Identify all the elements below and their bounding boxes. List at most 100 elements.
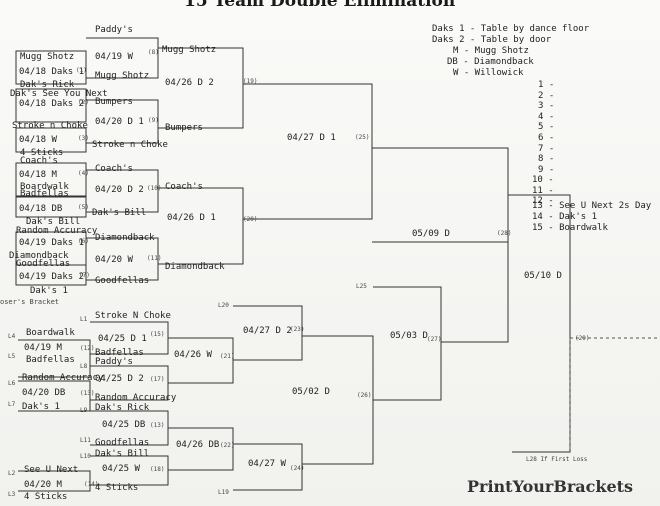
game-number: (28)	[497, 230, 512, 237]
team-name: Bumpers	[95, 97, 133, 107]
team-name: Dak's Rick	[95, 403, 150, 413]
team-name: Boardwalk	[26, 328, 75, 338]
team-name: Mugg Shotz	[162, 45, 217, 55]
game-schedule: 04/26 DB	[176, 440, 220, 450]
game-number: (21)	[220, 353, 235, 360]
first-loss-label: L28 If First Loss	[526, 456, 588, 463]
standing-row: 14 - Dak's 1	[532, 212, 598, 222]
game-number: (17)	[150, 376, 165, 383]
team-name: Boardwalk	[20, 182, 69, 192]
game-schedule: 04/25 D 2	[95, 374, 144, 384]
team-name: Diamondback	[165, 262, 225, 272]
game-number: (4)	[78, 170, 89, 177]
site-logo: PrintYourBrackets	[467, 477, 634, 496]
standing-row: 15 - Boardwalk	[532, 223, 608, 233]
loser-slot-label: L6	[8, 380, 16, 387]
team-name: Coach's	[95, 164, 133, 174]
team-name: Random Accuracy	[95, 393, 177, 403]
standing-row: 6 -	[538, 133, 555, 143]
game-schedule: 04/18 Daks 1	[19, 67, 85, 77]
game-schedule: 04/18 W	[19, 135, 57, 145]
game-schedule: 05/09 D	[412, 229, 450, 239]
game-number: (13)	[80, 390, 95, 397]
loser-slot-label: L11	[80, 437, 91, 444]
team-name: Badfellas	[26, 355, 75, 365]
game-number: (5)	[78, 204, 89, 211]
game-schedule: 04/18 Daks 2	[19, 99, 85, 109]
team-name: 4 Sticks	[20, 148, 64, 158]
team-name: Paddy's	[95, 25, 133, 35]
game-number: (2)	[78, 99, 89, 106]
team-name: 4 Sticks	[95, 483, 139, 493]
standing-row: 13 - See U Next 2s Day	[532, 201, 652, 211]
standing-row: 12 -	[532, 196, 554, 206]
game-number: (10)	[147, 185, 162, 192]
legend-line: Daks 1 - Table by dance floor	[432, 24, 590, 34]
loser-slot-label: L8	[80, 363, 88, 370]
game-schedule: 04/18 M	[19, 170, 57, 180]
standing-row: 4 -	[538, 112, 555, 122]
game-number: (11)	[147, 255, 162, 262]
team-name: Mugg Shotz	[20, 52, 75, 62]
team-name: Dak's 1	[30, 286, 68, 296]
game-schedule: 04/25 D 1	[98, 334, 147, 344]
loser-slot-label: L20	[218, 302, 229, 309]
loser-slot-label: L9	[80, 407, 88, 414]
team-name: Dak's Rick	[20, 80, 75, 90]
standing-row: 3 -	[538, 101, 555, 111]
team-name: Coach's	[20, 156, 58, 166]
game-number: (25)	[355, 134, 370, 141]
team-name: Dak's 1	[22, 402, 60, 412]
team-name: Stroke N Choke	[95, 311, 171, 321]
game-schedule: 04/19 Daks 2	[19, 272, 85, 282]
game-schedule: 04/20 DB	[22, 388, 66, 398]
game-schedule: 04/27 W	[248, 459, 286, 469]
standing-row: 10 -	[532, 175, 554, 185]
game-number: (26)	[357, 392, 372, 399]
game-number: (27)	[427, 336, 442, 343]
standing-row: 1 -	[538, 80, 555, 90]
game-number: (23)	[290, 326, 305, 333]
team-name: Goodfellas	[16, 259, 71, 269]
game-number: (19)	[243, 78, 258, 85]
game-number: (15)	[150, 331, 165, 338]
team-name: Dak's Bill	[92, 208, 147, 218]
standing-row: 5 -	[538, 122, 555, 132]
game-schedule: 04/20 M	[24, 480, 62, 490]
standing-row: 9 -	[538, 165, 555, 175]
legend-line: DB - Diamondback	[447, 57, 534, 67]
legend-line: M - Mugg Shotz	[453, 46, 529, 56]
game-schedule: 04/25 W	[102, 464, 140, 474]
team-name: Bumpers	[165, 123, 203, 133]
loser-slot-label: L2	[8, 470, 16, 477]
loser-slot-label: L4	[8, 333, 16, 340]
game-schedule: 04/20 D 2	[95, 185, 144, 195]
game-schedule: 04/19 Daks 1	[19, 238, 85, 248]
team-name: Goodfellas	[95, 276, 150, 286]
game-schedule: 05/03 D	[390, 331, 428, 341]
losers-bracket-label: oser's Bracket	[0, 298, 60, 306]
loser-slot-label: L7	[8, 401, 16, 408]
team-name: Stroke n Choke	[92, 140, 168, 150]
team-name: Dak's See You Next	[10, 89, 108, 99]
game-number: (13)	[150, 422, 165, 429]
game-schedule: 05/02 D	[292, 387, 330, 397]
game-schedule: 04/20 W	[95, 255, 133, 265]
game-schedule: 04/25 DB	[102, 420, 146, 430]
game-schedule: 04/19 M	[24, 343, 62, 353]
game-schedule: 04/20 D 1	[95, 117, 144, 127]
game-schedule: 04/26 W	[174, 350, 212, 360]
team-name: Mugg Shotz	[95, 71, 150, 81]
game-schedule: 04/18 DB	[19, 204, 63, 214]
team-name: Stroke n Choke	[12, 121, 88, 131]
game-schedule: 04/27 D 1	[287, 133, 336, 143]
team-name: 4 Sticks	[24, 492, 68, 502]
game-number: (14)	[84, 481, 99, 488]
game-number: (29)	[575, 335, 590, 342]
loser-slot-label: L10	[80, 453, 91, 460]
team-name: Dak's Bill	[26, 217, 81, 227]
team-name: Dak's Bill	[95, 449, 150, 459]
loser-slot-label: L19	[218, 489, 229, 496]
game-schedule: 04/26 D 1	[167, 213, 216, 223]
